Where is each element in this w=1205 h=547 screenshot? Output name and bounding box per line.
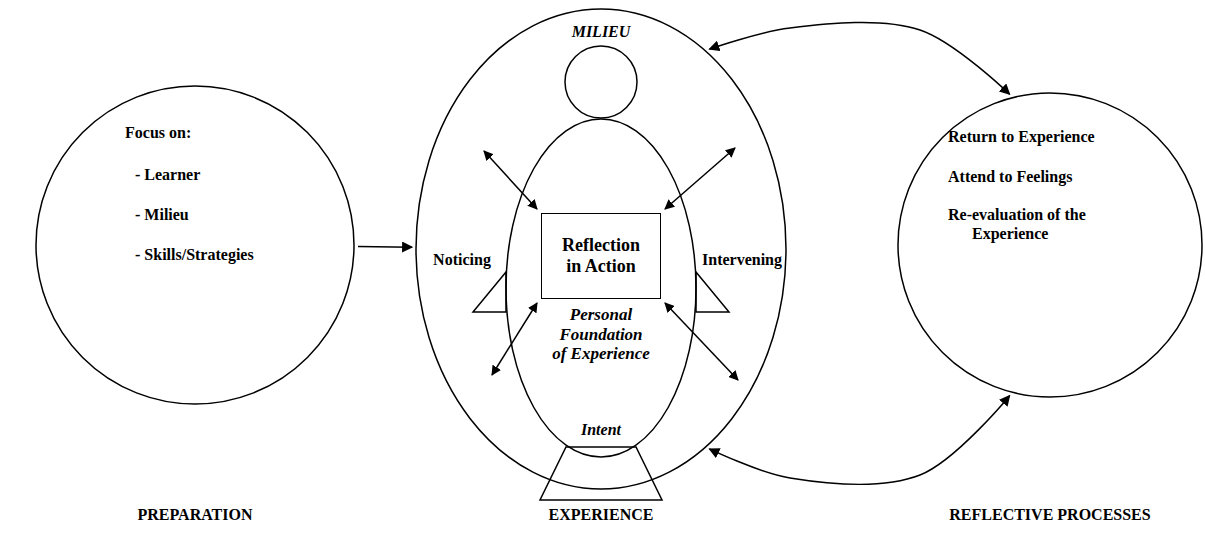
ellipse-outline <box>506 119 696 457</box>
figure-arm <box>473 272 506 312</box>
figure-arm <box>696 272 729 312</box>
body-ellipse: Reflection in ActionPersonal Foundation … <box>505 118 697 458</box>
box-text: Reflection in Action <box>555 235 647 276</box>
stage-circle: Focus on: - Learner - Milieu - Skills/Strat… <box>35 85 355 405</box>
list-item: - Milieu <box>135 205 189 224</box>
stage-circle: Return to ExperienceAttend to FeelingsRe… <box>897 92 1203 398</box>
body-text: Personal Foundation of Experience <box>552 305 650 364</box>
body-text: Intent <box>581 420 621 439</box>
double-arrow <box>484 151 537 209</box>
process-step: Attend to Feelings <box>948 167 1072 186</box>
double-arrow <box>665 303 738 380</box>
process-step: Return to Experience <box>948 127 1095 146</box>
connector-arrow <box>358 246 412 248</box>
double-arrow <box>665 148 735 209</box>
stage-title: EXPERIENCE <box>549 505 654 524</box>
figure-head <box>565 46 637 118</box>
region-title: MILIEU <box>572 22 631 41</box>
stage-title: REFLECTIVE PROCESSES <box>949 505 1150 524</box>
process-step: Re-evaluation of the Experience <box>948 205 1148 243</box>
list-item: - Skills/Strategies <box>135 245 254 264</box>
figure-base <box>540 447 662 500</box>
list-item: - Learner <box>135 165 200 184</box>
side-label: Noticing <box>433 250 491 269</box>
stage-title: PREPARATION <box>138 505 253 524</box>
ellipse-outline <box>36 86 354 404</box>
connector-arrow <box>709 396 1009 485</box>
circle-heading: Focus on: <box>125 123 191 142</box>
ellipse-outline <box>416 9 786 489</box>
outline <box>35 85 355 405</box>
connector-arrow <box>709 23 1009 95</box>
process-box: Reflection in Action <box>541 213 661 299</box>
double-arrow <box>492 303 537 375</box>
outline <box>505 118 697 458</box>
experience-ellipse: Reflection in ActionPersonal Foundation … <box>415 8 787 490</box>
ellipse-outline <box>898 93 1202 397</box>
side-label: Intervening <box>702 250 782 269</box>
